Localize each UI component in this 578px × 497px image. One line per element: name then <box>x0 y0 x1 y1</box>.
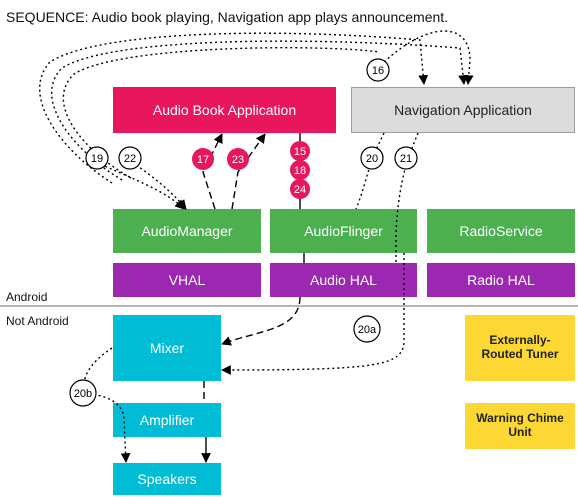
step-20-badge: 20 <box>360 146 384 170</box>
audio-manager-box: AudioManager <box>113 209 261 253</box>
step-16-badge: 16 <box>366 58 390 82</box>
arc-19 <box>39 32 429 184</box>
step-15-label: 15 <box>294 146 306 158</box>
audiohal-to-mixer-dashed <box>221 296 301 346</box>
step-20a-badge: 20a <box>353 315 381 343</box>
audio-hal-box: Audio HAL <box>270 263 417 297</box>
vhal-box: VHAL <box>113 263 261 297</box>
speakers-box: Speakers <box>113 463 221 495</box>
radio-service-box: RadioService <box>427 209 575 253</box>
arc-22 <box>50 40 468 181</box>
not-android-section-label: Not Android <box>6 314 69 328</box>
navigation-application-box: Navigation Application <box>351 87 575 133</box>
amplifier-box: Amplifier <box>113 403 221 437</box>
mixer-to-speakers-dotted <box>83 347 131 463</box>
arc-16 <box>62 47 381 179</box>
arrow-23 <box>231 133 266 210</box>
step-17-label: 17 <box>197 154 209 166</box>
radio-hal-box: Radio HAL <box>427 263 575 297</box>
step-20a-label: 20a <box>358 324 377 336</box>
diagram-title: SEQUENCE: Audio book playing, Navigation… <box>6 9 449 25</box>
step-18-badge: 18 <box>290 160 310 180</box>
arc-to-audiomanager-19 <box>95 161 185 210</box>
step-22-badge: 22 <box>118 146 142 170</box>
line-20 <box>355 132 385 210</box>
step-17-badge: 17 <box>192 148 214 170</box>
audiohal-to-mixer-dotted <box>221 253 405 375</box>
step-20b-label: 20b <box>74 388 92 400</box>
audio-flinger-box: AudioFlinger <box>270 209 417 253</box>
externally-routed-tuner-box: Externally-Routed Tuner <box>465 315 575 381</box>
arrow-17 <box>202 133 223 210</box>
step-21-badge: 21 <box>394 146 418 170</box>
step-20-label: 20 <box>366 153 378 165</box>
step-18-label: 18 <box>294 165 306 177</box>
step-19-badge: 19 <box>85 146 109 170</box>
android-section-label: Android <box>6 290 48 304</box>
step-21-label: 21 <box>400 153 412 165</box>
step-20b-badge: 20b <box>69 379 97 407</box>
arc-to-audiomanager-22 <box>131 161 187 210</box>
step-19-label: 19 <box>91 153 103 165</box>
step-24-label: 24 <box>294 184 306 196</box>
arc-top-loop <box>383 30 474 85</box>
warning-chime-unit-box: Warning Chime Unit <box>465 403 575 449</box>
step-15-badge: 15 <box>290 141 310 161</box>
step-24-badge: 24 <box>290 179 310 199</box>
audio-book-application-box: Audio Book Application <box>113 87 336 133</box>
step-23-badge: 23 <box>227 148 249 170</box>
step-23-label: 23 <box>232 154 244 166</box>
step-22-label: 22 <box>124 153 136 165</box>
step-16-label: 16 <box>372 65 384 77</box>
mixer-box: Mixer <box>113 315 221 381</box>
